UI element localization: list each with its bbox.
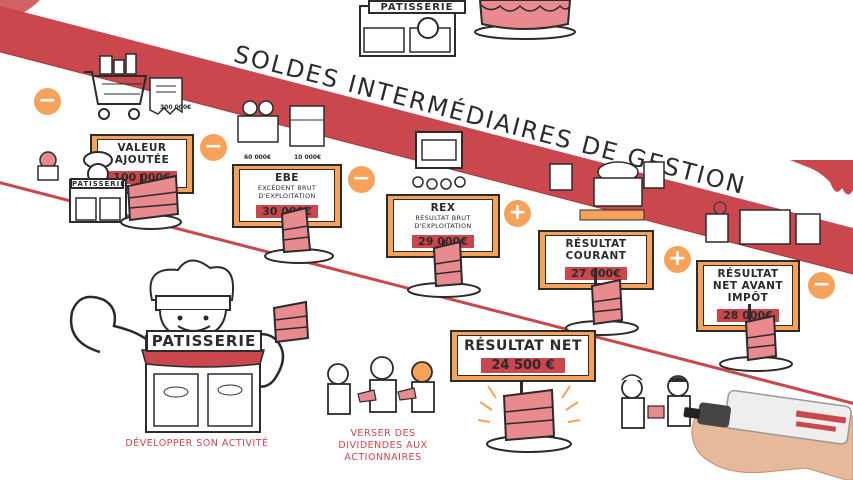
cake-slice-1 bbox=[120, 174, 182, 230]
bank-illustration bbox=[549, 161, 665, 221]
plus-operator-2: + bbox=[664, 246, 691, 273]
cake-slice-result bbox=[477, 385, 581, 453]
small-shop-sign: PATISSERIE bbox=[70, 178, 127, 189]
step-label: RÉSULTAT NET AVANT IMPÔT bbox=[712, 268, 784, 304]
caption-dividends: VERSER DES DIVIDENDES AUX ACTIONNAIRES bbox=[338, 428, 428, 463]
hand-marker-illustration bbox=[683, 389, 853, 480]
top-shop-illustration bbox=[359, 5, 456, 57]
big-shop-sign: PATISSERIE bbox=[146, 330, 262, 352]
office-illustration bbox=[705, 201, 821, 245]
red-splash-decoration bbox=[790, 160, 853, 195]
sign-post bbox=[520, 382, 523, 398]
step-subtitle: RÉSULTAT BRUT D'EXPLOITATION bbox=[414, 214, 472, 230]
ebe-left-note: 60 000€ bbox=[244, 154, 272, 161]
sign-post bbox=[748, 304, 751, 320]
cake-slice-2 bbox=[264, 206, 334, 264]
step-card-resultat-courant: RÉSULTAT COURANT 27 000€ bbox=[538, 230, 654, 290]
step-label: REX bbox=[430, 202, 456, 214]
sign-post bbox=[594, 268, 597, 288]
cake-slice-5 bbox=[719, 314, 793, 372]
step-card-resultat-net-avant-impot: RÉSULTAT NET AVANT IMPÔT 28 000€ bbox=[696, 260, 800, 332]
top-shop-sign: PATISSERIE bbox=[368, 0, 466, 14]
step-value: 24 500 € bbox=[481, 358, 565, 373]
shopping-cart-icon bbox=[84, 53, 148, 120]
strong-chef-illustration bbox=[69, 259, 310, 433]
step-card-resultat-net: RÉSULTAT NET 24 500 € bbox=[450, 330, 596, 382]
caption-develop: DÉVELOPPER SON ACTIVITÉ bbox=[125, 438, 269, 449]
receipt-icon bbox=[149, 77, 183, 116]
minus-operator-4: − bbox=[808, 272, 835, 299]
ebe-right-note: 10 000€ bbox=[294, 154, 322, 161]
step-label: EBE bbox=[275, 172, 299, 184]
minus-operator-1: − bbox=[34, 88, 61, 115]
minus-operator-2: − bbox=[200, 134, 227, 161]
cake-slice-3 bbox=[407, 240, 481, 298]
red-corner-decoration bbox=[0, 0, 40, 34]
cake-slice-4 bbox=[565, 278, 639, 336]
minus-operator-3: − bbox=[348, 166, 375, 193]
step-label: VALEUR AJOUTÉE bbox=[114, 142, 170, 166]
step-label: RÉSULTAT NET bbox=[464, 338, 582, 354]
top-cake-illustration bbox=[474, 0, 576, 40]
plus-operator-1: + bbox=[504, 200, 531, 227]
workers-illustration bbox=[237, 100, 325, 147]
oven-illustration bbox=[412, 131, 466, 190]
step-subtitle: EXCÉDENT BRUT D'EXPLOITATION bbox=[257, 184, 317, 200]
shareholders-illustration bbox=[327, 356, 435, 415]
step-label: RÉSULTAT COURANT bbox=[565, 238, 627, 262]
purchases-total-note: 300 000€ bbox=[160, 104, 192, 111]
